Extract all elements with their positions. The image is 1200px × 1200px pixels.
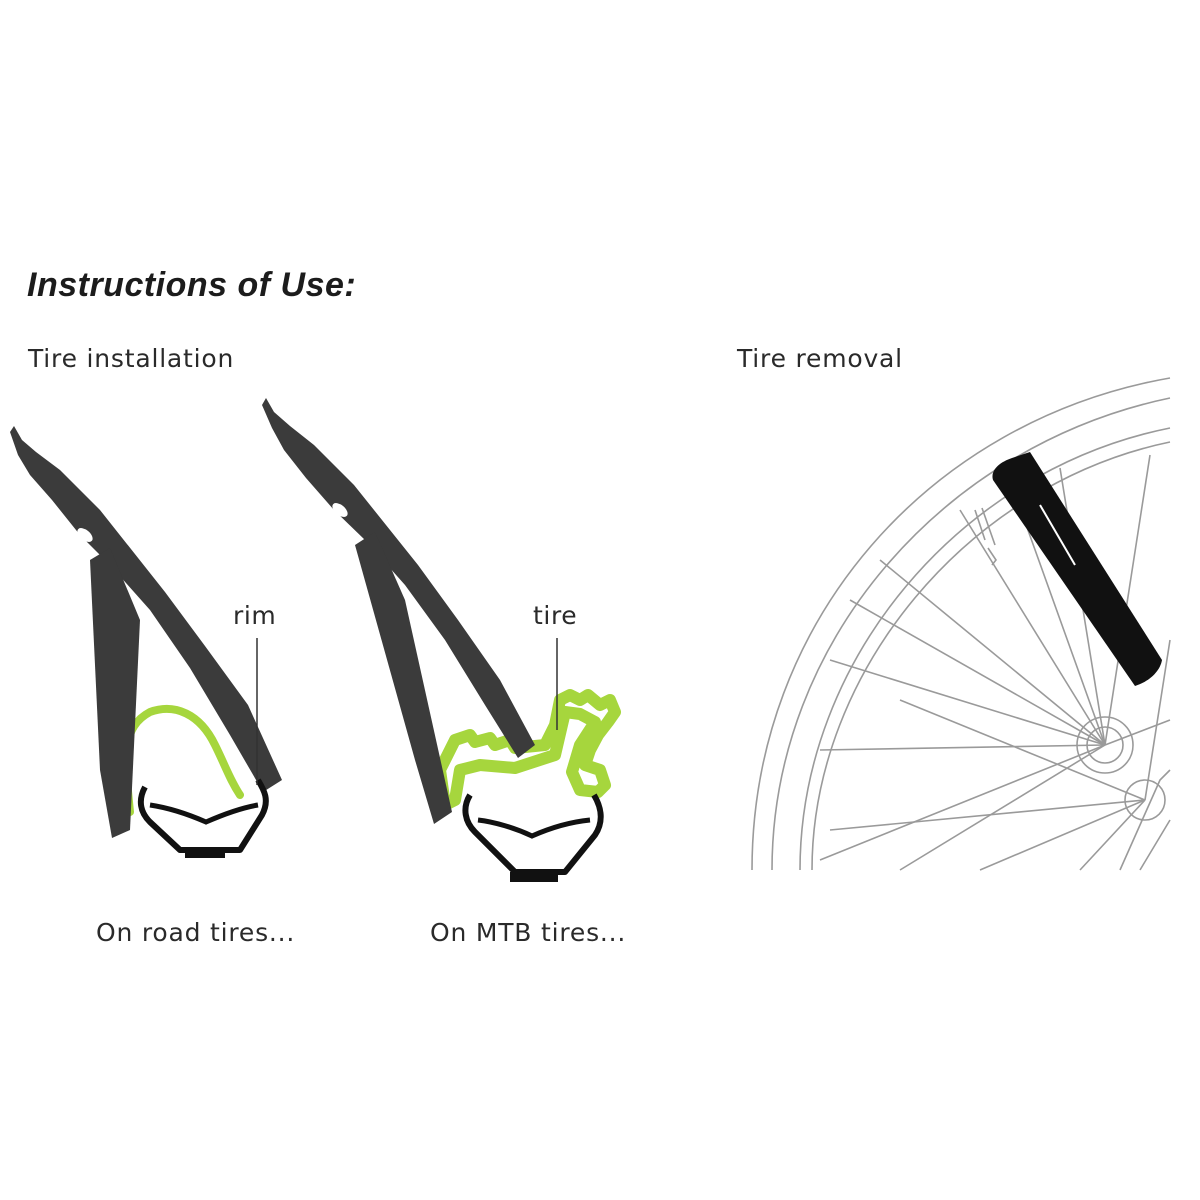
- mtb-tire-illustration: [262, 398, 621, 882]
- page-title: Instructions of Use:: [27, 266, 357, 304]
- removal-lever: [992, 452, 1162, 686]
- mtb-caption: On MTB tires...: [430, 918, 627, 947]
- road-lever-short: [90, 548, 140, 838]
- rim-callout-label: rim: [233, 601, 277, 630]
- wheel-tire-outer: [751, 377, 1171, 871]
- mtb-lever-short: [355, 532, 452, 824]
- road-tire-illustration: [10, 426, 282, 858]
- road-rim: [137, 778, 269, 853]
- removal-heading: Tire removal: [737, 344, 903, 373]
- mtb-tire-knobby: [434, 689, 621, 811]
- road-lever-long: [10, 426, 282, 792]
- wheel-rim: [799, 427, 1171, 871]
- road-caption: On road tires...: [96, 918, 296, 947]
- installation-heading: Tire installation: [28, 344, 235, 373]
- mtb-lever-long: [262, 398, 535, 758]
- tire-callout-label: tire: [533, 601, 578, 630]
